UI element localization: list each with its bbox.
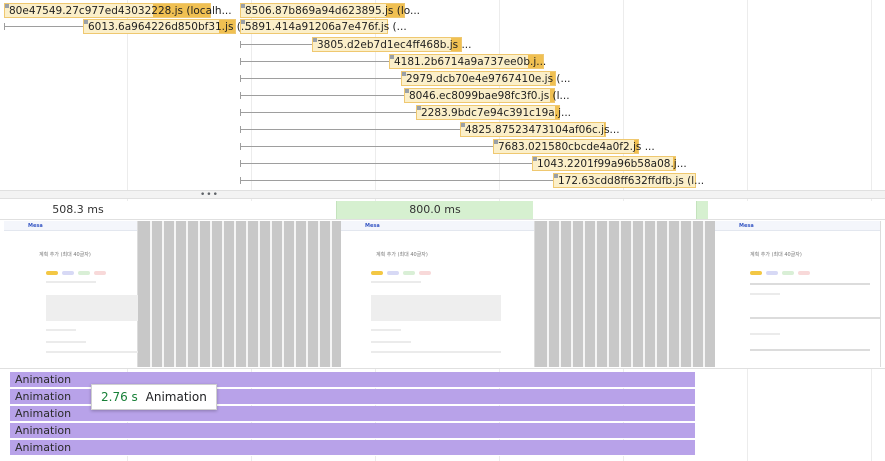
request-wait-line: [240, 112, 416, 113]
frame-segment[interactable]: [696, 201, 708, 219]
tooltip-label: Animation: [145, 390, 207, 404]
network-request-bar[interactable]: 8506.87b869a94d623895.js (lo...: [240, 3, 420, 18]
request-wait-line: [240, 163, 532, 164]
logo: Mesa: [739, 223, 754, 229]
screenshot-thumbnail[interactable]: Mesa 계획 추가 (최대 40글자): [4, 221, 142, 367]
tooltip-duration: 2.76 s: [101, 390, 138, 404]
panel-splitter[interactable]: •••: [0, 190, 885, 200]
request-wait-tick: [240, 143, 241, 150]
drag-handle-icon: •••: [200, 190, 219, 200]
animation-bar[interactable]: Animation: [10, 406, 695, 422]
request-wait-tick: [240, 75, 241, 82]
network-request-label: 80e47549.27c977ed43032228.js (localh...: [9, 5, 232, 17]
network-request-label: 4825.87523473104af06c.js...: [465, 124, 620, 136]
network-waterfall: 80e47549.27c977ed43032228.js (localh... 6…: [0, 0, 885, 190]
network-request-label: 4181.2b6714a9a737ee0b.j...: [394, 56, 547, 68]
animation-bar[interactable]: Animation: [10, 440, 695, 456]
network-request-label: 6013.6a964226d850bf31.js (...: [88, 21, 251, 33]
network-request-bar[interactable]: 2979.dcb70e4e9767410e.js (...: [401, 71, 571, 86]
request-wait-tick: [240, 126, 241, 133]
request-wait-line: [240, 61, 389, 62]
network-request-label: 3805.d2eb7d1ec4ff468b.js ...: [317, 39, 472, 51]
request-wait-tick: [240, 160, 241, 167]
network-request-bar[interactable]: 4825.87523473104af06c.js...: [460, 122, 620, 137]
network-request-bar[interactable]: 8046.ec8099bae98fc3f0.js (l...: [404, 88, 570, 103]
page-heading: 계획 추가 (최대 40글자): [376, 252, 428, 258]
page-heading: 계획 추가 (최대 40글자): [750, 252, 802, 258]
screenshot-blank-frames: [138, 221, 341, 367]
request-wait-line: [240, 146, 493, 147]
screenshot-blank-frames: [535, 221, 715, 367]
frames-track: 508.3 ms 800.0 ms: [0, 201, 885, 219]
screenshot-thumbnail[interactable]: Mesa 계획 추가 (최대 40글자): [715, 221, 881, 367]
network-request-label: 5891.414a91206a7e476f.js (...: [245, 21, 407, 33]
network-request-label: 8046.ec8099bae98fc3f0.js (l...: [409, 90, 570, 102]
request-wait-tick: [240, 58, 241, 65]
network-request-label: 172.63cdd8ff632ffdfb.js (l...: [558, 175, 705, 187]
page-heading: 계획 추가 (최대 40글자): [39, 252, 91, 258]
animation-tooltip: 2.76 s Animation: [91, 384, 217, 410]
request-wait-line: [240, 95, 404, 96]
screenshots-track: Mesa 계획 추가 (최대 40글자) Mesa 계획 추가 (최대 40글자…: [0, 219, 885, 369]
network-request-bar[interactable]: 7683.021580cbcde4a0f2.js ...: [493, 139, 655, 154]
request-wait-line: [240, 78, 401, 79]
network-request-label: 2979.dcb70e4e9767410e.js (...: [406, 73, 571, 85]
network-request-bar[interactable]: 4181.2b6714a9a737ee0b.j...: [389, 54, 547, 69]
network-request-bar[interactable]: 172.63cdd8ff632ffdfb.js (l...: [553, 173, 704, 188]
network-request-bar[interactable]: 3805.d2eb7d1ec4ff468b.js ...: [312, 37, 472, 52]
request-wait-tick: [240, 177, 241, 184]
network-request-bar[interactable]: 1043.2201f99a96b58a08.j...: [532, 156, 687, 171]
request-wait-tick: [240, 109, 241, 116]
request-wait-line: [240, 44, 312, 45]
frame-segment[interactable]: 800.0 ms: [336, 201, 533, 219]
frame-segment[interactable]: [153, 201, 336, 219]
frame-segment[interactable]: [708, 201, 885, 219]
network-request-bar[interactable]: 2283.9bdc7e94c391c19a.j...: [416, 105, 571, 120]
network-request-label: 7683.021580cbcde4a0f2.js ...: [498, 141, 655, 153]
frame-segment[interactable]: [533, 201, 696, 219]
request-wait-tick: [240, 41, 241, 48]
logo: Mesa: [28, 223, 43, 229]
logo: Mesa: [365, 223, 380, 229]
request-wait-tick: [4, 23, 5, 30]
network-request-label: 2283.9bdc7e94c391c19a.j...: [421, 107, 571, 119]
screenshot-thumbnail[interactable]: Mesa 계획 추가 (최대 40글자): [341, 221, 535, 367]
network-request-bar[interactable]: 5891.414a91206a7e476f.js (...: [240, 19, 407, 34]
request-wait-line: [4, 26, 83, 27]
request-wait-line: [240, 180, 553, 181]
animation-bar[interactable]: Animation: [10, 423, 695, 439]
network-request-bar[interactable]: 6013.6a964226d850bf31.js (...: [83, 19, 251, 34]
frame-segment[interactable]: 508.3 ms: [3, 201, 153, 219]
request-wait-line: [240, 129, 460, 130]
network-request-bar[interactable]: 80e47549.27c977ed43032228.js (localh...: [4, 3, 232, 18]
network-request-label: 1043.2201f99a96b58a08.j...: [537, 158, 687, 170]
request-wait-tick: [240, 92, 241, 99]
network-request-label: 8506.87b869a94d623895.js (lo...: [245, 5, 420, 17]
animations-track: Animation Animation Animation Animation …: [0, 370, 885, 461]
